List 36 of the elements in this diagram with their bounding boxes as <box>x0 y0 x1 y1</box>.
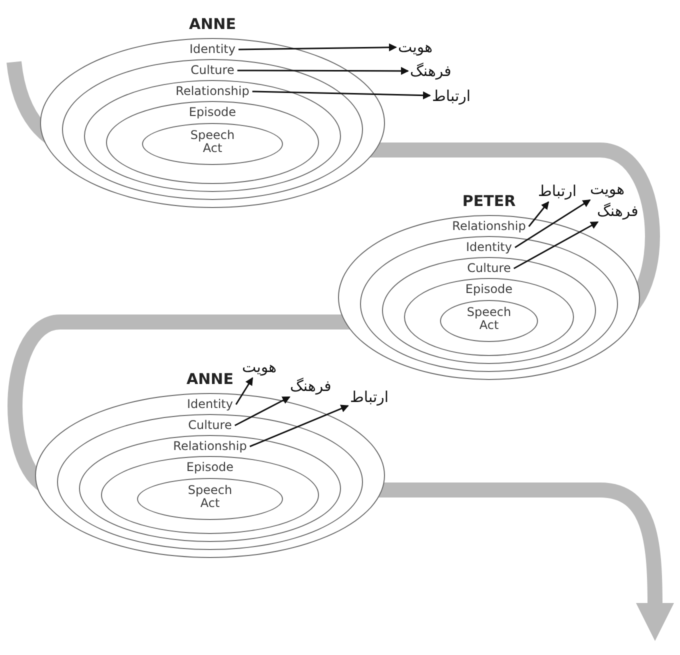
level-label: Speech Act <box>186 484 234 510</box>
arrow <box>237 66 409 75</box>
translation-label: هویت <box>590 180 625 198</box>
level-label: Culture <box>467 262 511 275</box>
level-label: Culture <box>188 419 232 432</box>
level-label: Identity <box>190 43 236 56</box>
level-label: Identity <box>466 241 512 254</box>
person-name: PETER <box>462 192 516 210</box>
level-label: Relationship <box>176 85 250 98</box>
level-label: Episode <box>465 283 513 296</box>
translation-label: هویت <box>242 358 277 376</box>
arrow <box>513 221 599 270</box>
translation-label: ارتباط <box>538 182 577 200</box>
arrow <box>528 201 550 227</box>
level-label: Identity <box>187 398 233 411</box>
level-label: Speech Act <box>189 129 236 155</box>
level-label: Culture <box>190 64 234 77</box>
arrow <box>250 404 349 448</box>
translation-label: فرهنگ <box>290 377 332 395</box>
level-label: Relationship <box>173 440 247 453</box>
translation-label: ارتباط <box>432 87 471 105</box>
arrow <box>238 43 397 52</box>
level-label: Episode <box>188 106 236 119</box>
arrow <box>514 199 591 248</box>
translation-label: ارتباط <box>350 388 389 406</box>
translation-label: فرهنگ <box>410 62 452 80</box>
arrow <box>235 377 254 405</box>
translation-label: هویت <box>398 38 433 56</box>
level-label: Speech Act <box>466 306 512 332</box>
arrow <box>234 396 290 426</box>
person-name: ANNE <box>189 15 236 33</box>
translation-label: فرهنگ <box>597 202 638 220</box>
arrow <box>252 90 431 100</box>
level-label: Relationship <box>452 220 526 233</box>
level-label: Episode <box>186 461 234 474</box>
person-name: ANNE <box>186 370 234 388</box>
